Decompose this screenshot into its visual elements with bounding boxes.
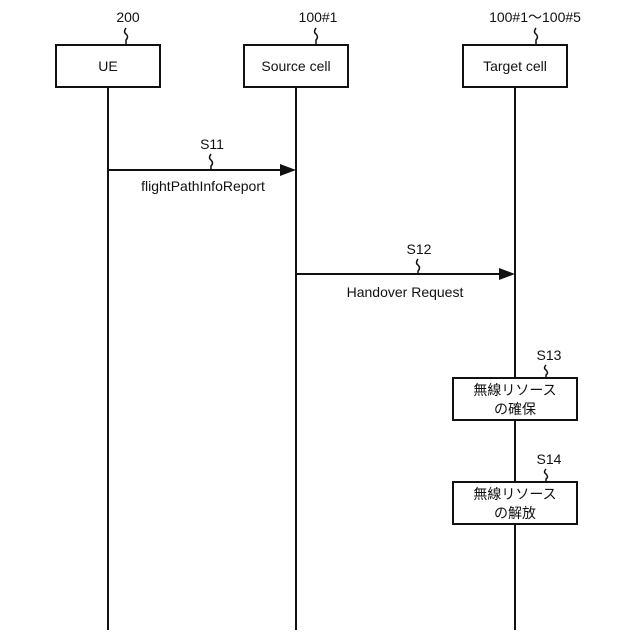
process-s13-step: S13 <box>537 347 562 363</box>
message-s11-step: S11 <box>200 136 224 152</box>
entity-ue: 200 UE <box>56 9 160 87</box>
entity-source-cell: 100#1 Source cell <box>244 9 348 87</box>
message-s12: S12 Handover Request <box>296 241 515 300</box>
entity-target-cell-label: Target cell <box>483 58 547 74</box>
message-s11-label: flightPathInfoReport <box>141 178 265 194</box>
message-s11: S11 flightPathInfoReport <box>108 136 296 194</box>
entity-source-cell-ref: 100#1 <box>299 9 338 25</box>
step-leader-s13 <box>545 365 548 378</box>
step-leader-s12 <box>417 259 420 274</box>
process-s13-line1: 無線リソース <box>473 383 556 399</box>
entity-ue-label: UE <box>98 58 117 74</box>
process-s13-line2: の確保 <box>494 402 536 418</box>
step-leader-s11 <box>210 154 213 169</box>
message-s12-step: S12 <box>407 241 432 257</box>
entity-target-cell: 100#1〜100#5 Target cell <box>463 9 581 87</box>
process-s14-line1: 無線リソース <box>473 487 556 503</box>
step-leader-s14 <box>545 469 548 482</box>
entity-target-cell-ref: 100#1〜100#5 <box>489 9 581 25</box>
process-s14-step: S14 <box>537 451 562 467</box>
message-s11-arrowhead <box>280 164 296 176</box>
entity-source-cell-label: Source cell <box>261 58 330 74</box>
ref-leader-ue <box>125 28 128 45</box>
ref-leader-target-cell <box>535 28 538 45</box>
process-s14-line2: の解放 <box>494 506 536 522</box>
entity-ue-ref: 200 <box>116 9 140 25</box>
message-s12-label: Handover Request <box>347 284 464 300</box>
ref-leader-source-cell <box>315 28 318 45</box>
message-s12-arrowhead <box>499 268 515 280</box>
